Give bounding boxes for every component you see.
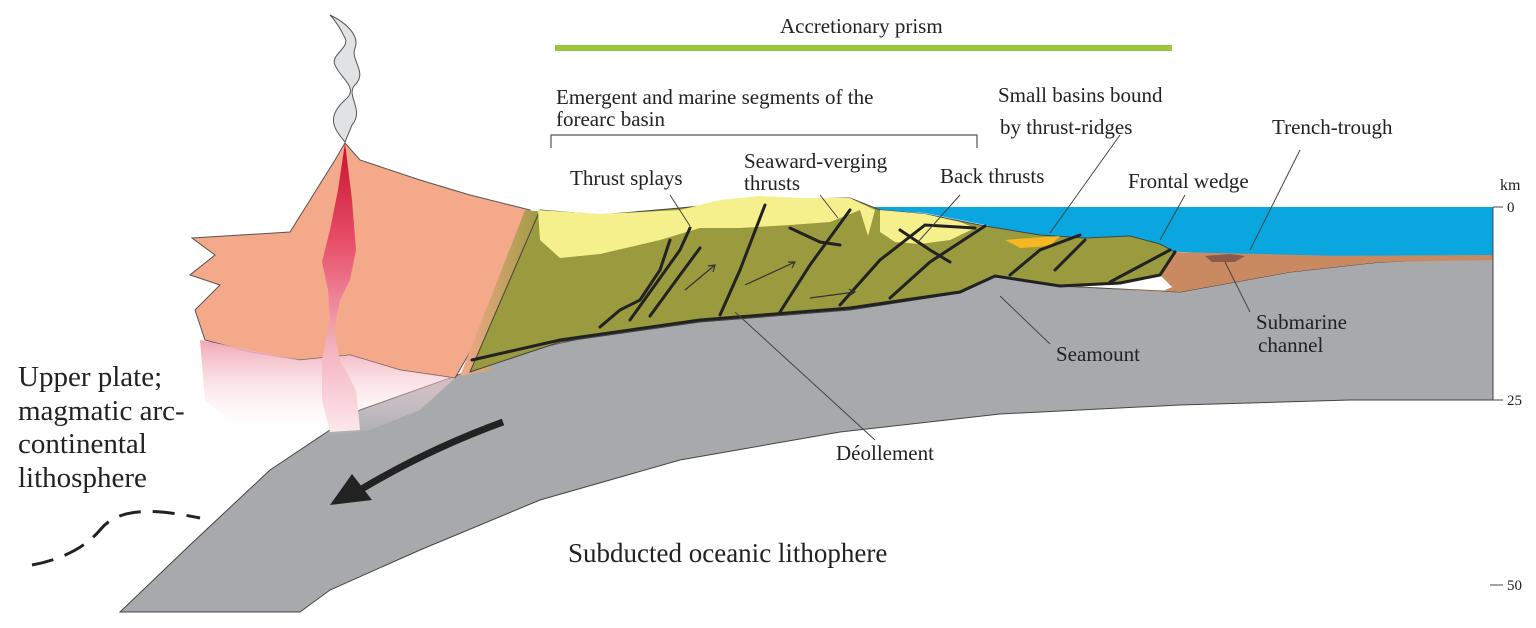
- thrust-splay-2: [628, 226, 692, 322]
- label-submarine-2: channel: [1258, 333, 1323, 357]
- thrust-10: [1108, 248, 1172, 284]
- scale-unit: km: [1500, 177, 1521, 194]
- label-frontal-wedge: Frontal wedge: [1128, 169, 1249, 193]
- label-trench-trough: Trench-trough: [1272, 115, 1393, 139]
- slip-arrows: [684, 261, 857, 299]
- label-forearc-basin-2: forearc basin: [556, 107, 666, 131]
- depth-scale: [1490, 206, 1503, 586]
- leader-lines: [669, 134, 1301, 441]
- forearc-basin-2: [880, 210, 975, 244]
- thrust-7: [888, 224, 987, 300]
- forearc-basin: [538, 196, 875, 258]
- dashed-slab-continuation: [31, 509, 201, 567]
- submarine-channel-fill: [1205, 254, 1245, 262]
- fault-lines: [470, 203, 1177, 362]
- ocean-water: [860, 207, 1493, 258]
- thrust-splay-1: [598, 238, 672, 329]
- label-submarine-1: Submarine: [1256, 310, 1347, 334]
- label-thrust-splays: Thrust splays: [570, 166, 683, 190]
- label-small-basins-1: Small basins bound: [998, 83, 1163, 107]
- label-upper-plate-1: Upper plate;: [18, 361, 162, 393]
- volcanic-plume: [329, 14, 361, 143]
- magma-conduit: [322, 143, 360, 432]
- trench-sediment: [1160, 252, 1493, 290]
- label-forearc-basin-1: Emergent and marine segments of the: [556, 85, 873, 109]
- thrust-splay-3: [648, 246, 702, 318]
- decollement-line: [470, 250, 1177, 362]
- thrust-6: [838, 223, 977, 307]
- thrust-8: [1008, 233, 1082, 277]
- label-upper-plate-3: continental: [18, 428, 147, 460]
- label-seaward-verging-2: thrusts: [744, 171, 800, 195]
- thrust-9: [1053, 238, 1087, 272]
- subduction-arrow-icon: [330, 418, 505, 505]
- scale-tick-0: 0: [1507, 200, 1515, 216]
- scale-tick-50: 50: [1507, 578, 1522, 594]
- thrust-4: [718, 203, 767, 317]
- small-basin: [1005, 236, 1060, 248]
- back-thrust-2: [788, 226, 842, 247]
- scale-tick-25: 25: [1507, 393, 1522, 409]
- label-back-thrusts: Back thrusts: [940, 164, 1044, 188]
- forearc-bracket: [550, 134, 978, 148]
- label-accretionary-prism: Accretionary prism: [780, 14, 943, 38]
- label-small-basins-2: by thrust-ridges: [1000, 115, 1132, 139]
- label-subducted-lithosphere: Subducted oceanic lithophere: [568, 538, 887, 568]
- label-seamount: Seamount: [1056, 342, 1140, 366]
- label-seaward-verging-1: Seaward-verging: [744, 149, 888, 173]
- label-decollement: Déollement: [836, 441, 934, 465]
- thrust-5: [778, 208, 852, 314]
- back-thrust-1: [898, 228, 952, 264]
- label-upper-plate-4: lithosphere: [18, 462, 147, 494]
- label-upper-plate-2: magmatic arc-: [18, 395, 185, 427]
